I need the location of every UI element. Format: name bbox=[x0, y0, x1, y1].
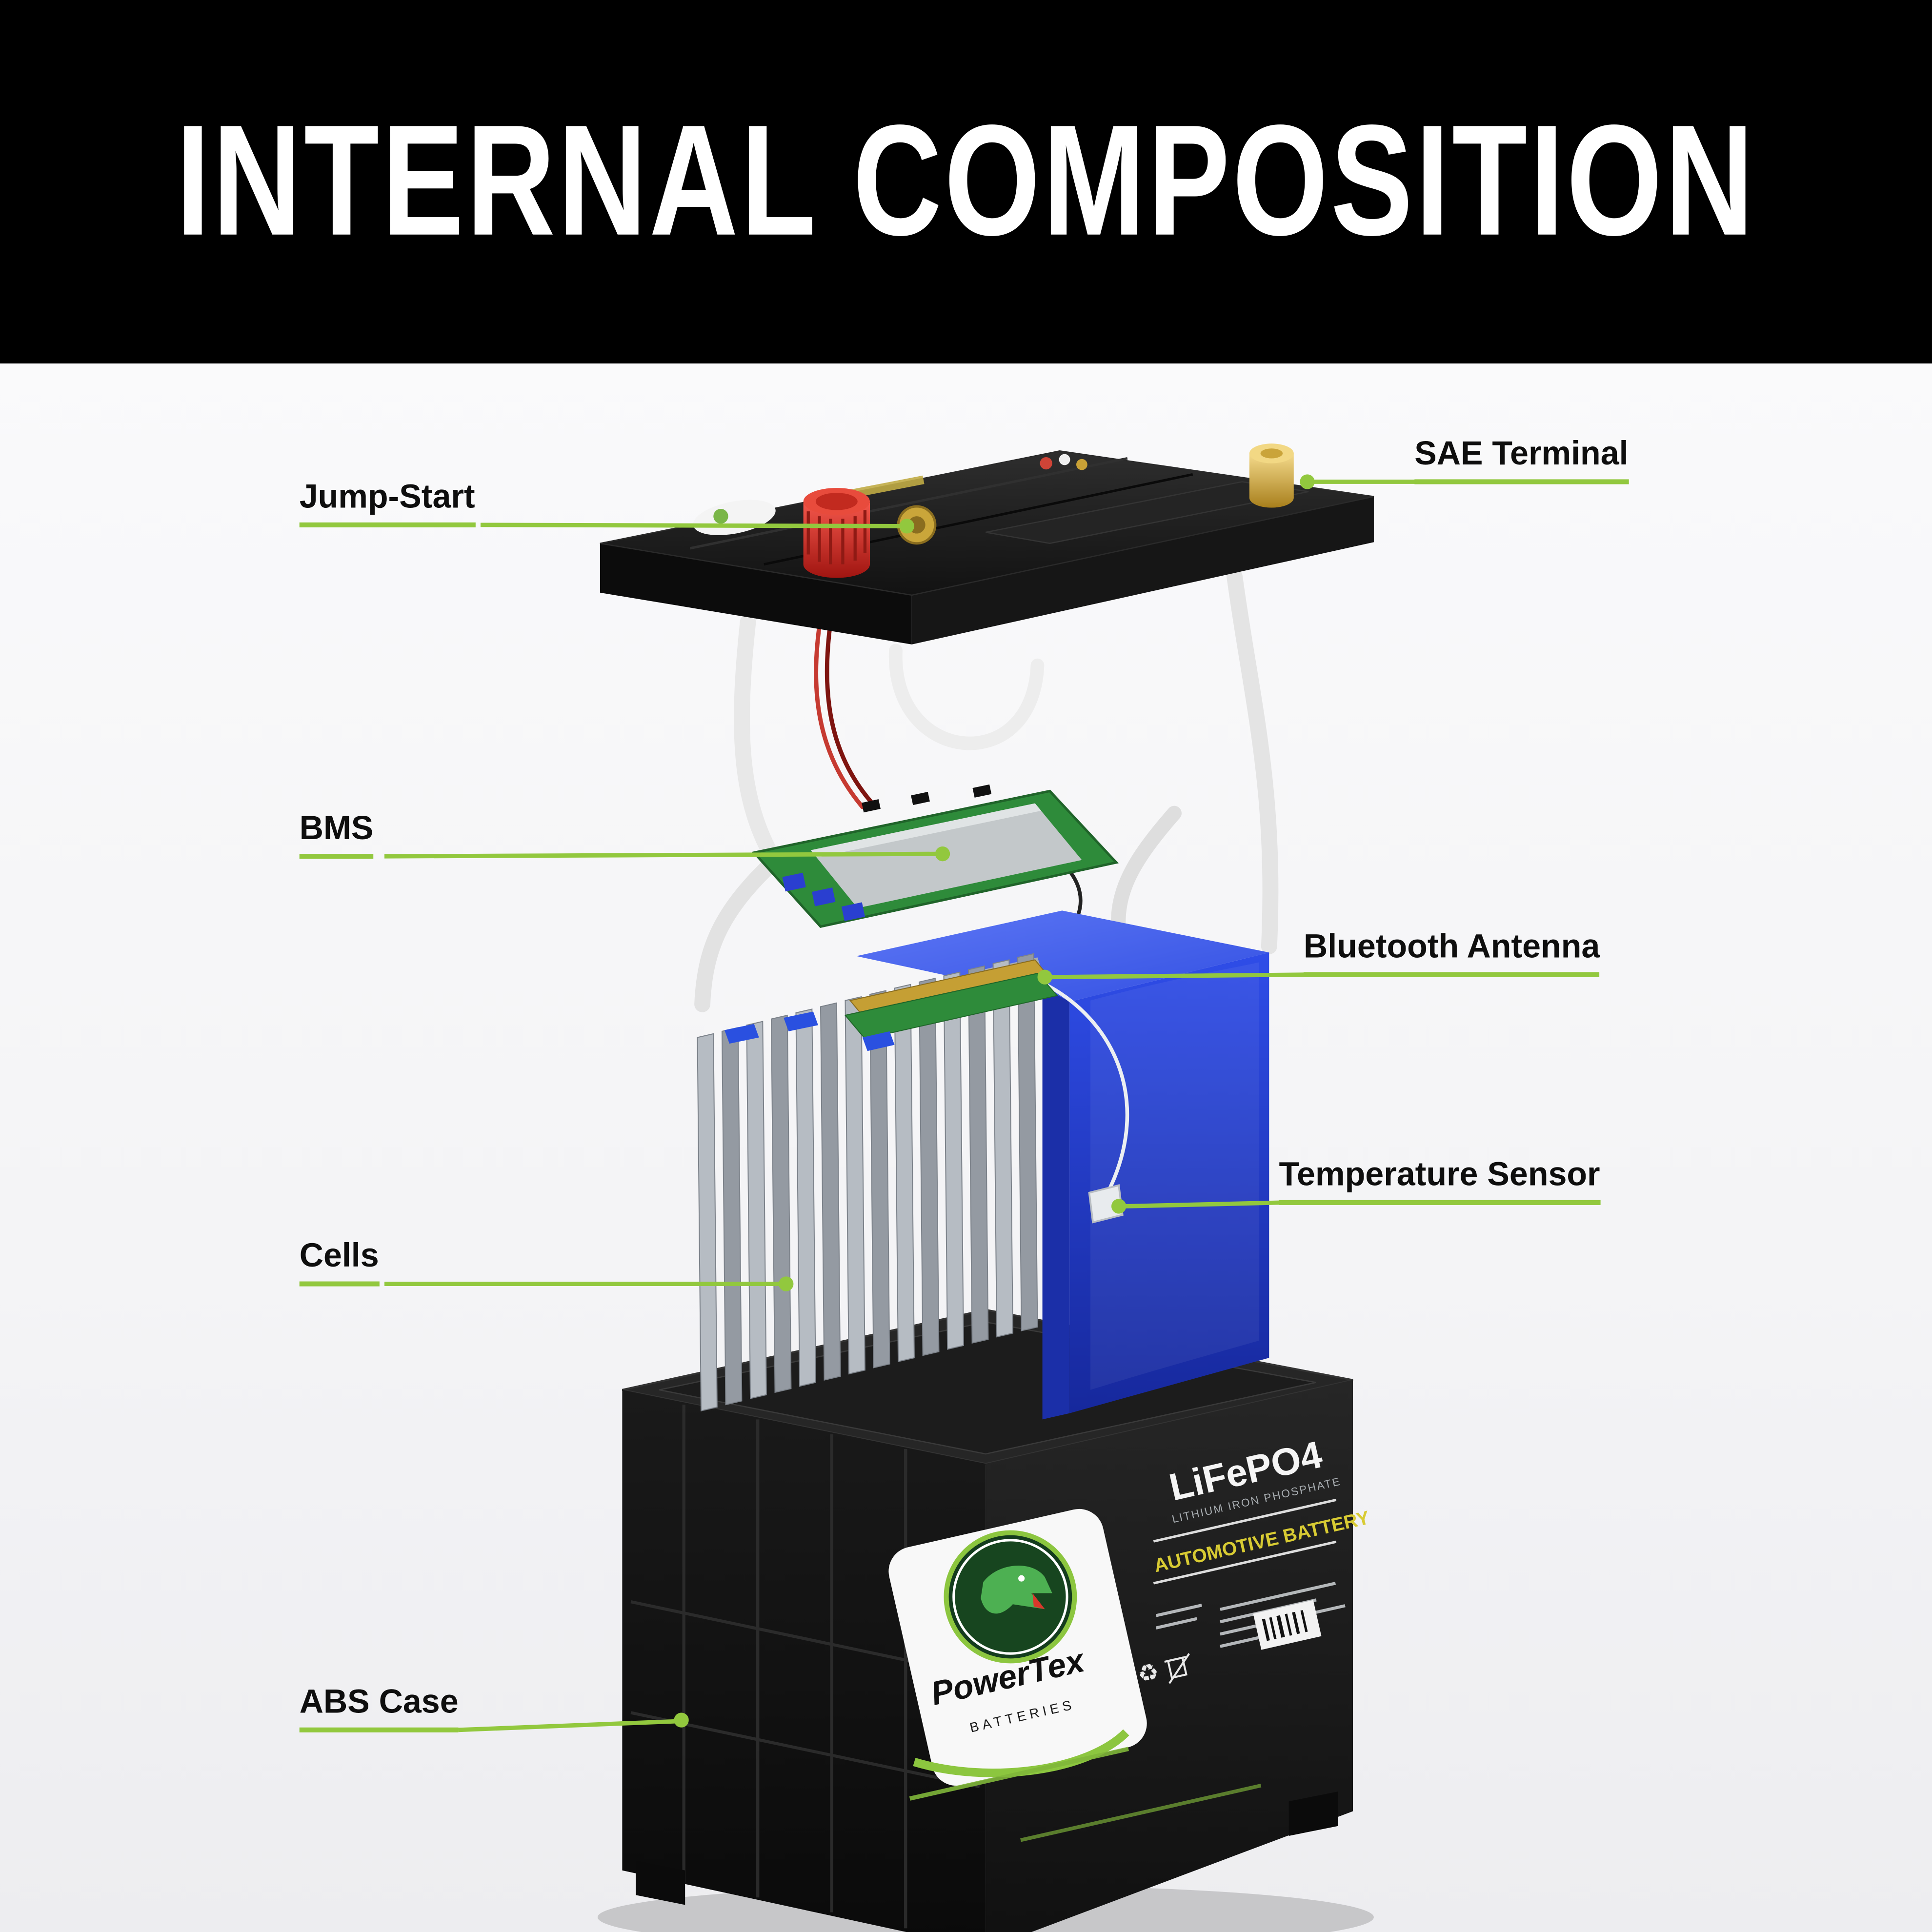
dot-temperature-sensor bbox=[1111, 1199, 1127, 1214]
dot-abs-case bbox=[674, 1712, 689, 1728]
sae-terminal-post bbox=[1249, 443, 1294, 508]
battery-lid bbox=[600, 443, 1374, 644]
abs-case: PowerTex BATTERIES LiFePO4 LITHIUM IRON … bbox=[622, 1308, 1371, 1932]
cell-stack bbox=[697, 953, 1058, 1411]
label-abs-case: ABS Case bbox=[299, 1683, 459, 1732]
label-cells: Cells bbox=[299, 1237, 379, 1287]
dot-sae-terminal bbox=[1300, 474, 1315, 489]
dot-bms bbox=[935, 846, 950, 862]
leader-temperature-sensor bbox=[1125, 1200, 1282, 1208]
header-banner: INTERNAL COMPOSITION bbox=[0, 0, 1932, 364]
barcode bbox=[1253, 1600, 1322, 1650]
bin-icon bbox=[1164, 1653, 1190, 1684]
leader-abs-case bbox=[458, 1719, 677, 1732]
leader-bluetooth-antenna bbox=[1051, 972, 1307, 980]
brand-logo-icon bbox=[944, 1530, 1077, 1664]
jump-start-bolt bbox=[897, 505, 937, 545]
label-sae-terminal: SAE Terminal bbox=[1414, 435, 1629, 484]
label-temperature-sensor: Temperature Sensor bbox=[1279, 1156, 1600, 1206]
brand-label: PowerTex BATTERIES bbox=[888, 1509, 1147, 1801]
label-bluetooth-antenna: Bluetooth Antenna bbox=[1303, 928, 1600, 977]
dot-bluetooth-antenna bbox=[1037, 969, 1052, 985]
connector-straps bbox=[694, 568, 1279, 1012]
dot-cells bbox=[779, 1276, 794, 1291]
jump-start-knob bbox=[803, 488, 870, 578]
label-jump-start: Jump-Start bbox=[299, 478, 475, 528]
temperature-sensor-part bbox=[1088, 1184, 1124, 1224]
page-title: INTERNAL COMPOSITION bbox=[176, 92, 1756, 269]
leader-jump-start bbox=[480, 523, 901, 528]
leader-bms bbox=[384, 851, 937, 859]
dot-jump-start bbox=[899, 519, 914, 534]
leader-lines bbox=[384, 474, 1417, 1732]
cell-pack-wrap bbox=[856, 910, 1269, 1420]
label-bms: BMS bbox=[299, 809, 374, 859]
sensor-wire bbox=[1034, 978, 1129, 1196]
